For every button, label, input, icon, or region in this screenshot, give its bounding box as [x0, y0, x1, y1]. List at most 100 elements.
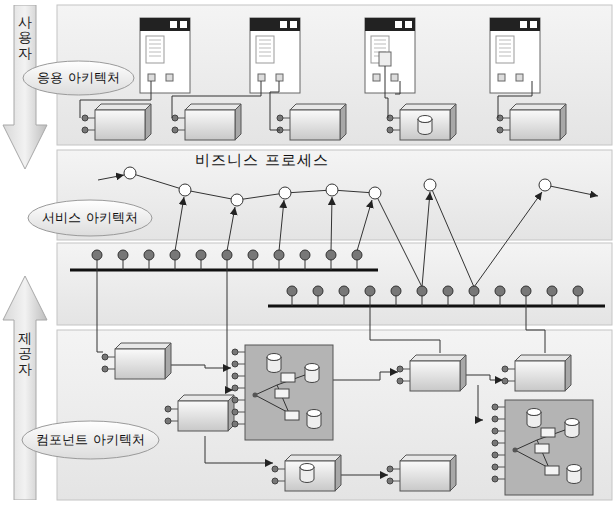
- illustration-stroke: [238, 352, 245, 353]
- illustration-part: [179, 184, 191, 196]
- illustration-part: [270, 81, 280, 130]
- illustration-part: [250, 18, 300, 93]
- port-dot: [492, 404, 498, 410]
- illustration-part: [172, 104, 241, 140]
- illustration-part: [498, 81, 532, 118]
- illustration-stroke: [238, 364, 245, 365]
- illustration-stroke: [238, 400, 245, 401]
- illustration-part: [124, 167, 136, 179]
- endpoint-dot: [92, 250, 102, 260]
- illustration-part: [245, 345, 333, 440]
- subsystem-ports: [232, 349, 505, 482]
- app-wires: [80, 66, 532, 130]
- port-dot: [232, 397, 238, 403]
- ellipse-shape: [23, 61, 134, 95]
- illustration-part: [98, 175, 124, 180]
- illustration-part: [165, 395, 234, 431]
- service-bus: [70, 269, 378, 272]
- direction-arrow: [2, 275, 48, 500]
- illustration-stroke: [498, 431, 505, 432]
- illustration-part: [227, 207, 235, 251]
- service-band: [57, 243, 612, 325]
- illustration-part: [526, 306, 545, 353]
- illustration-stroke: [238, 376, 245, 377]
- endpoint-dot: [352, 250, 362, 260]
- endpoint-dot: [287, 286, 297, 296]
- illustration-part: [140, 18, 190, 93]
- illustration-part: [272, 455, 341, 491]
- illustration-part: [424, 179, 436, 191]
- illustration-part: [387, 104, 456, 140]
- illustration-part: [279, 200, 284, 251]
- application-band: [57, 5, 612, 145]
- illustration-stroke: [498, 467, 505, 468]
- illustration-part: [171, 365, 231, 368]
- illustration-stroke: [238, 388, 245, 389]
- layer-name: 컴포넌트 아키텍처: [21, 431, 160, 449]
- component-band: [57, 330, 612, 500]
- endpoint-dot: [573, 286, 583, 296]
- illustration-part: [370, 306, 440, 353]
- illustration-part: [341, 475, 388, 476]
- endpoint-dot: [196, 250, 206, 260]
- illustration-part: [97, 270, 103, 352]
- arrow-shape: [3, 276, 47, 500]
- illustration-part: [466, 375, 503, 380]
- endpoint-dot: [313, 286, 323, 296]
- endpoint-dot: [495, 286, 505, 296]
- illustration-part: [369, 187, 381, 199]
- endpoint-dot: [365, 286, 375, 296]
- layer-ellipse: 서비스 아키텍처: [27, 199, 153, 237]
- illustration-part: [395, 81, 400, 94]
- port-dot: [492, 428, 498, 434]
- illustration-part: [545, 185, 598, 196]
- endpoint-dot: [339, 286, 349, 296]
- service-bus: [268, 305, 605, 308]
- illustration-part: [505, 400, 593, 495]
- service-endpoints: [92, 250, 583, 306]
- endpoint-dot: [300, 250, 310, 260]
- port-dot: [492, 440, 498, 446]
- endpoint-dot: [248, 250, 258, 260]
- illustration-part: [331, 197, 332, 251]
- port-dot: [232, 409, 238, 415]
- illustration-part: [172, 81, 261, 118]
- illustration-stroke: [498, 407, 505, 408]
- illustration-part: [326, 184, 338, 196]
- port-dot: [232, 385, 238, 391]
- illustration-part: [365, 18, 415, 93]
- ellipse-shape: [22, 421, 159, 459]
- illustration-part: [231, 194, 243, 206]
- endpoint-dot: [118, 250, 128, 260]
- illustration-part: [502, 355, 571, 391]
- role-label: 제공자: [18, 331, 32, 377]
- illustration-part: [279, 187, 291, 199]
- illustration-part: [357, 200, 372, 251]
- components: [102, 343, 593, 495]
- endpoint-dot: [417, 286, 427, 296]
- endpoint-dot: [391, 286, 401, 296]
- layer-ellipse: 응용 아키텍처: [22, 60, 135, 96]
- layer-name: 응용 아키텍처: [22, 69, 135, 87]
- illustration-stroke: [498, 455, 505, 456]
- endpoint-dot: [170, 250, 180, 260]
- illustration-part: [227, 270, 233, 390]
- endpoint-dot: [326, 250, 336, 260]
- illustration-part: [277, 104, 346, 140]
- illustration-part: [82, 104, 151, 140]
- endpoint-dot: [469, 286, 479, 296]
- port-dot: [232, 349, 238, 355]
- illustration-part: [102, 343, 171, 379]
- port-dot: [492, 416, 498, 422]
- endpoint-dot: [144, 250, 154, 260]
- illustration-part: [430, 185, 474, 287]
- process-steps: [124, 167, 551, 206]
- endpoint-dot: [274, 250, 284, 260]
- component-wires: [97, 270, 545, 475]
- illustration-part: [539, 179, 551, 191]
- endpoint-dot: [521, 286, 531, 296]
- illustration-part: [474, 192, 542, 287]
- illustration-stroke: [498, 479, 505, 480]
- illustration-part: [497, 104, 566, 140]
- illustration-stroke: [498, 443, 505, 444]
